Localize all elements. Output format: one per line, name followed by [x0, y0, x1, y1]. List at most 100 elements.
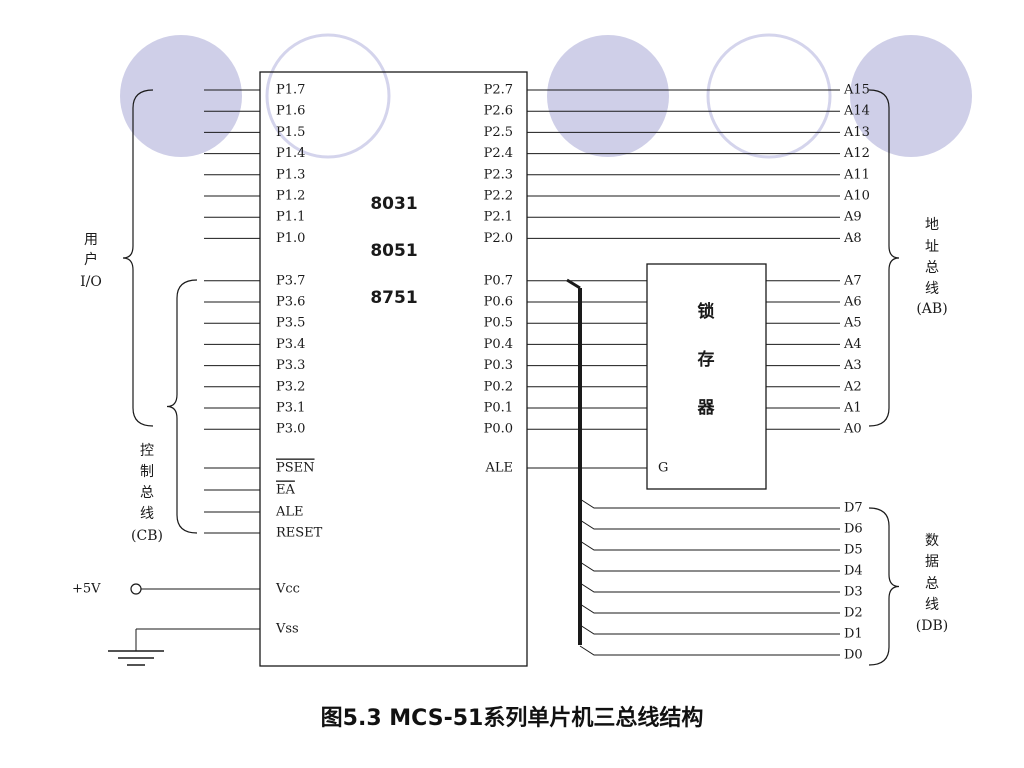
- brace-data-bus: [868, 507, 900, 666]
- data-line-label-1: D6: [844, 522, 863, 537]
- address-high-label-5: A10: [843, 189, 870, 204]
- wires: [108, 89, 900, 666]
- group-control-bus-char-0: 控: [140, 443, 154, 459]
- pin-label-p1-6: P1.1: [276, 210, 305, 225]
- chip-model-2: 8751: [370, 288, 417, 308]
- data-line-7: [579, 645, 840, 656]
- data-line-4: [579, 582, 840, 593]
- pin-label-p3-1: P3.6: [276, 295, 305, 310]
- group-address-bus-char-3: 线: [925, 281, 939, 297]
- figure-caption: 图5.3 MCS-51系列单片机三总线结构: [320, 706, 704, 731]
- mcu-chip: [259, 71, 528, 667]
- decor-circle-2: [265, 33, 391, 159]
- pin-label-p2-7: P2.0: [484, 231, 513, 246]
- address-low-label-1: A6: [843, 295, 862, 310]
- group-data-bus-char-4: (DB): [916, 618, 948, 634]
- pin-label-p2-2: P2.5: [484, 125, 513, 140]
- group-data-bus-char-0: 数: [925, 533, 939, 549]
- address-high-label-2: A13: [843, 125, 870, 140]
- data-line-label-0: D7: [844, 501, 863, 516]
- pin-label-p1-4: P1.3: [276, 167, 305, 182]
- data-line-label-6: D1: [844, 627, 863, 642]
- pin-label-p3-4: P3.3: [276, 358, 305, 373]
- data-line-label-4: D3: [844, 585, 863, 600]
- group-address-bus-char-0: 地: [925, 217, 939, 233]
- address-high-label-0: A15: [843, 83, 870, 98]
- pin-label-p0-0: P0.7: [484, 273, 513, 288]
- supply-terminal: [130, 583, 142, 595]
- address-high-label-6: A9: [843, 210, 862, 225]
- control-pin-label-2: ALE: [275, 505, 304, 520]
- address-low-label-0: A7: [843, 273, 862, 288]
- address-low-label-5: A2: [843, 379, 862, 394]
- address-low-label-3: A4: [843, 337, 862, 352]
- labels: P1.7P1.6P1.5P1.4P1.3P1.2P1.1P1.0P3.7P3.6…: [72, 83, 948, 663]
- pin-label-p2-4: P2.3: [484, 167, 513, 182]
- pin-label-p2-3: P2.4: [484, 146, 513, 161]
- pin-label-p3-6: P3.1: [276, 401, 305, 416]
- group-data-bus-char-1: 据: [925, 554, 939, 570]
- group-data-bus-char-3: 线: [925, 597, 939, 613]
- address-low-label-2: A5: [843, 316, 862, 331]
- pin-label-p0-6: P0.1: [484, 401, 513, 416]
- latch-label-0: 锁: [698, 301, 715, 322]
- pin-label-p3-3: P3.4: [276, 337, 305, 352]
- latch-label-1: 存: [698, 349, 715, 370]
- brace-address-bus: [868, 89, 900, 427]
- chip-model-0: 8031: [370, 194, 417, 214]
- group-control-bus-char-1: 制: [140, 464, 154, 480]
- pin-label-p2-5: P2.2: [484, 189, 513, 204]
- pin-label-p2-1: P2.6: [484, 104, 513, 119]
- decor-circle-4: [706, 33, 832, 159]
- group-data-bus-char-2: 总: [925, 576, 939, 592]
- pin-label-p3-7: P3.0: [276, 422, 305, 437]
- ale-right-label: ALE: [484, 461, 513, 476]
- data-line-label-2: D5: [844, 543, 863, 558]
- data-line-6: [579, 624, 840, 635]
- pin-label-p3-2: P3.5: [276, 316, 305, 331]
- group-address-bus-char-4: (AB): [916, 301, 947, 317]
- supply-label: +5V: [72, 582, 101, 597]
- decor-circle-1: [120, 35, 242, 157]
- latch-box: [646, 263, 767, 490]
- pin-label-p0-2: P0.5: [484, 316, 513, 331]
- chip-model-1: 8051: [370, 241, 417, 261]
- vss-label: Vss: [275, 622, 299, 637]
- latch-label-2: 器: [697, 398, 716, 418]
- pin-label-p1-5: P1.2: [276, 189, 305, 204]
- pin-label-p1-2: P1.5: [276, 125, 305, 140]
- group-control-bus-char-4: (CB): [131, 528, 163, 544]
- control-pin-label-0: PSEN: [276, 461, 315, 476]
- address-low-label-6: A1: [843, 401, 862, 416]
- pin-label-p3-5: P3.2: [276, 379, 305, 394]
- pin-label-p2-0: P2.7: [484, 83, 513, 98]
- control-pin-label-3: RESET: [276, 526, 323, 541]
- group-user-io-char-0: 用: [84, 232, 98, 248]
- data-line-label-3: D4: [844, 564, 863, 579]
- address-high-label-3: A12: [843, 146, 870, 161]
- brace-user-io: [122, 89, 154, 427]
- group-address-bus-char-1: 址: [925, 239, 939, 255]
- latch-gate-label: G: [658, 461, 668, 476]
- data-line-3: [579, 561, 840, 572]
- group-address-bus-char-2: 总: [925, 260, 939, 276]
- data-line-1: [579, 519, 840, 530]
- data-line-2: [579, 540, 840, 551]
- address-high-label-4: A11: [843, 167, 870, 182]
- data-bus-entry: [566, 278, 581, 290]
- group-user-io-char-1: 户: [84, 251, 98, 268]
- address-low-label-7: A0: [843, 422, 862, 437]
- group-control-bus-char-3: 线: [140, 506, 154, 522]
- pin-label-p2-6: P2.1: [484, 210, 513, 225]
- address-high-label-7: A8: [843, 231, 862, 246]
- control-pin-label-1: EA: [276, 483, 295, 498]
- group-control-bus-char-2: 总: [140, 485, 154, 501]
- pin-label-p1-1: P1.6: [276, 104, 305, 119]
- pin-label-p1-7: P1.0: [276, 231, 305, 246]
- pin-label-p0-4: P0.3: [484, 358, 513, 373]
- brace-control-bus: [166, 279, 198, 534]
- pin-label-p3-0: P3.7: [276, 273, 305, 288]
- address-low-label-4: A3: [843, 358, 862, 373]
- data-line-0: [579, 498, 840, 509]
